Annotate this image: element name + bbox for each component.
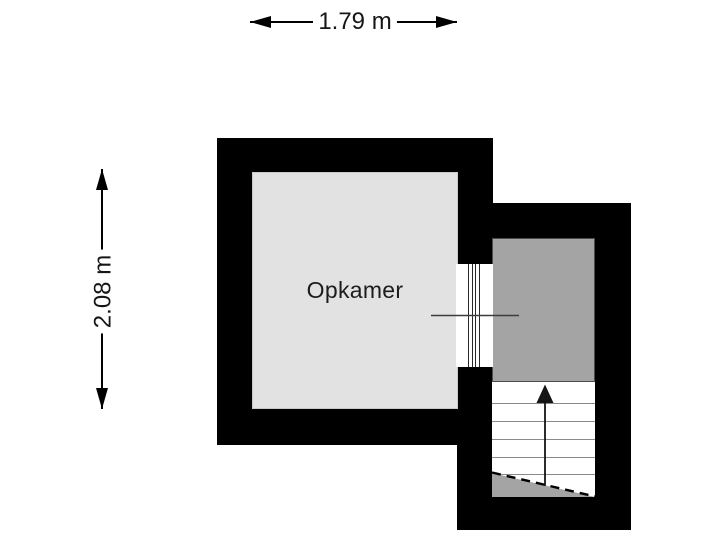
room-opkamer-label: Opkamer (306, 277, 404, 303)
door-symbol-line (468, 264, 470, 367)
arrow-right-icon (436, 16, 457, 28)
stair-step-line (492, 474, 595, 475)
arrow-up-icon (96, 169, 108, 190)
room-opkamer-floor (252, 172, 458, 409)
stair-step-line (492, 403, 595, 404)
width-dimension-label: 1.79 m (313, 8, 397, 35)
stair-step-line (492, 439, 595, 440)
stair-step-line (492, 421, 595, 422)
door-symbol-line (478, 264, 480, 367)
stair-landing (492, 238, 595, 382)
stair-step-line (492, 457, 595, 458)
arrow-left-icon (250, 16, 271, 28)
door-opening (456, 264, 493, 367)
door-symbol-line (475, 264, 477, 367)
height-dimension-label: 2.08 m (89, 249, 117, 334)
door-symbol-line (471, 264, 473, 367)
staircase (492, 382, 595, 497)
arrow-down-icon (96, 388, 108, 409)
room-label-container: Opkamer (252, 172, 458, 409)
